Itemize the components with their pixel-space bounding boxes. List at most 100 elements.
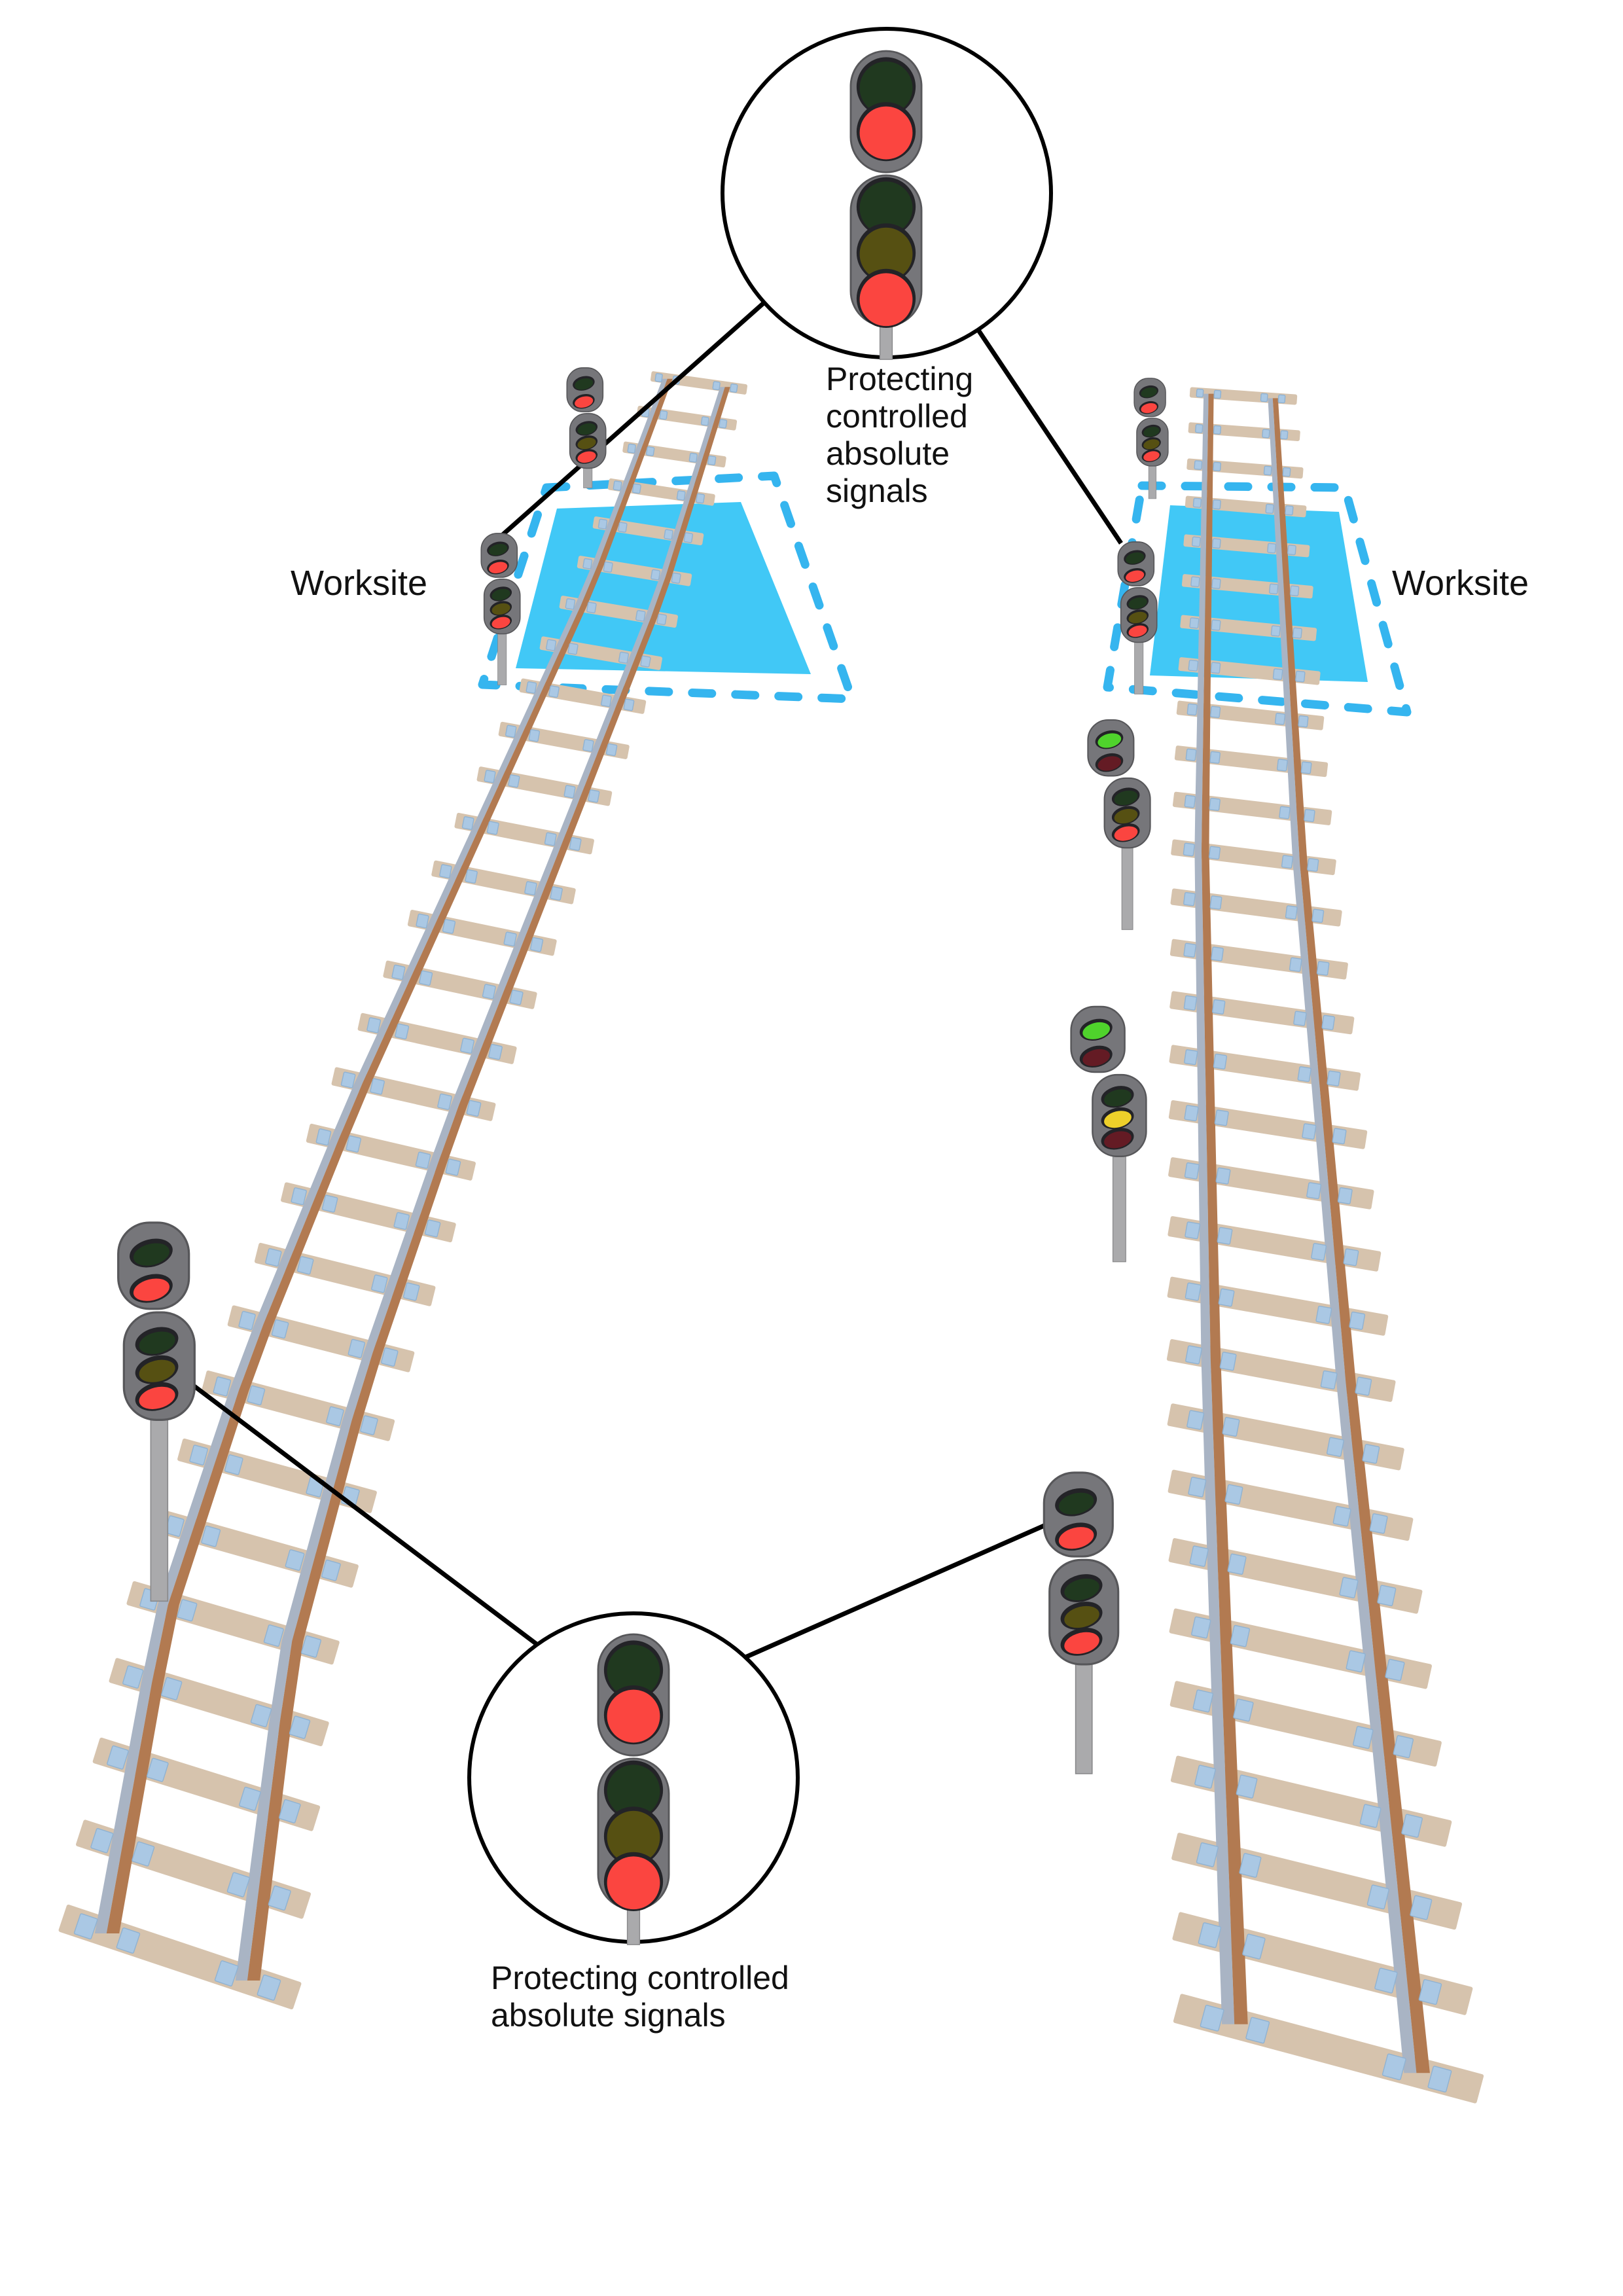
signal-lamp-dark-olive bbox=[1064, 1605, 1099, 1628]
baseplate bbox=[1274, 713, 1286, 725]
baseplate bbox=[1183, 995, 1198, 1011]
baseplate bbox=[1289, 585, 1300, 596]
baseplate bbox=[1213, 461, 1222, 472]
baseplate bbox=[1427, 2066, 1452, 2092]
baseplate bbox=[1355, 1376, 1372, 1396]
baseplate bbox=[1209, 895, 1222, 910]
baseplate bbox=[321, 1559, 341, 1581]
baseplate bbox=[1211, 946, 1224, 961]
baseplate bbox=[1385, 1659, 1405, 1681]
baseplate bbox=[1213, 389, 1222, 399]
baseplate bbox=[582, 739, 594, 752]
baseplate bbox=[1239, 1853, 1262, 1878]
signal-lamp-dark-olive bbox=[1128, 611, 1147, 624]
baseplate bbox=[224, 1454, 243, 1475]
baseplate bbox=[582, 558, 593, 569]
signal-lamp-dark-green bbox=[859, 61, 913, 115]
baseplate bbox=[1292, 627, 1302, 639]
signal-lamp-red-lit bbox=[859, 273, 913, 327]
baseplate bbox=[618, 522, 628, 533]
signal-lamp-dark-red bbox=[1104, 1131, 1132, 1149]
worksite-right-protecting-signal bbox=[1117, 541, 1158, 694]
baseplate bbox=[247, 1385, 266, 1406]
baseplate bbox=[712, 381, 721, 391]
baseplate bbox=[1185, 1221, 1201, 1240]
baseplate bbox=[146, 1757, 169, 1782]
signal-lamp-dark-olive bbox=[491, 603, 510, 615]
baseplate bbox=[1280, 430, 1289, 440]
baseplate bbox=[1212, 499, 1221, 510]
baseplate bbox=[257, 1974, 281, 2001]
signal-lamp-red-lit bbox=[133, 1278, 169, 1301]
baseplate bbox=[1236, 1774, 1258, 1799]
signal-lamp-dark-olive bbox=[1143, 439, 1160, 450]
baseplate bbox=[278, 1799, 301, 1823]
baseplate bbox=[1306, 1182, 1322, 1200]
baseplate bbox=[1295, 670, 1306, 683]
rail-baseplates bbox=[1183, 388, 1452, 2092]
baseplate bbox=[486, 821, 499, 835]
baseplate bbox=[1374, 1967, 1398, 1994]
baseplate bbox=[326, 1406, 344, 1426]
signal-lamp-dark-green bbox=[1114, 790, 1138, 806]
callout-top-signal bbox=[849, 50, 923, 360]
signal-lamp-red-lit bbox=[607, 1689, 660, 1743]
baseplate bbox=[1213, 1053, 1228, 1069]
baseplate bbox=[700, 416, 709, 426]
baseplate bbox=[530, 937, 544, 952]
baseplate bbox=[1184, 1049, 1198, 1066]
baseplate bbox=[1184, 1105, 1199, 1122]
baseplate bbox=[1332, 1505, 1351, 1527]
signal-lamp-red-lit bbox=[1128, 625, 1147, 637]
baseplate bbox=[632, 483, 641, 494]
signal-lamp-dark-olive bbox=[607, 1810, 660, 1864]
signal-lamp-dark-olive bbox=[577, 437, 596, 450]
signal-lamp-red-lit bbox=[1141, 403, 1157, 414]
signal-lamp-red-lit bbox=[859, 106, 913, 160]
caption-line: Protecting controlled bbox=[491, 1960, 789, 1996]
signal-pole bbox=[626, 1905, 641, 1945]
baseplate bbox=[1222, 1416, 1240, 1437]
baseplate bbox=[265, 1248, 282, 1267]
baseplate bbox=[1285, 905, 1298, 920]
baseplate bbox=[613, 480, 622, 491]
baseplate bbox=[605, 743, 618, 757]
callout-bottom-signal bbox=[597, 1633, 670, 1945]
baseplate bbox=[1321, 1014, 1335, 1030]
signal-lamp-dark-green bbox=[1064, 1578, 1099, 1601]
baseplate bbox=[1326, 1437, 1344, 1457]
baseplate bbox=[213, 1376, 232, 1397]
baseplate bbox=[601, 694, 612, 708]
baseplate bbox=[122, 1665, 144, 1689]
right-track-distant-protecting-signal bbox=[1043, 1471, 1120, 1774]
signal-lamp-dark-green bbox=[577, 423, 596, 435]
signal-lamp-dark-green bbox=[1058, 1492, 1094, 1515]
baseplate bbox=[239, 1786, 261, 1811]
baseplate bbox=[1190, 576, 1200, 588]
baseplate bbox=[707, 455, 717, 466]
signal-pole bbox=[1075, 1659, 1093, 1774]
baseplate bbox=[296, 1256, 314, 1275]
baseplate bbox=[659, 410, 668, 420]
baseplate bbox=[1183, 891, 1196, 906]
signal-lamp-green-lit bbox=[1082, 1022, 1111, 1039]
baseplate bbox=[1192, 1689, 1214, 1713]
baseplate bbox=[321, 1194, 338, 1213]
baseplate bbox=[1211, 538, 1221, 549]
baseplate bbox=[1293, 1011, 1307, 1026]
baseplate bbox=[391, 964, 406, 980]
baseplate bbox=[1210, 662, 1221, 674]
signal-lamp-red-lit bbox=[1114, 826, 1138, 841]
caption-line: controlled bbox=[826, 398, 968, 435]
baseplate bbox=[1194, 1765, 1216, 1789]
baseplate bbox=[508, 774, 520, 788]
baseplate bbox=[563, 785, 576, 798]
baseplate bbox=[524, 881, 537, 896]
baseplate bbox=[395, 1023, 410, 1040]
baseplate bbox=[651, 569, 661, 581]
rail-baseplates bbox=[73, 373, 738, 2001]
baseplate bbox=[488, 1044, 503, 1060]
baseplate bbox=[640, 655, 651, 668]
baseplate bbox=[671, 572, 681, 584]
